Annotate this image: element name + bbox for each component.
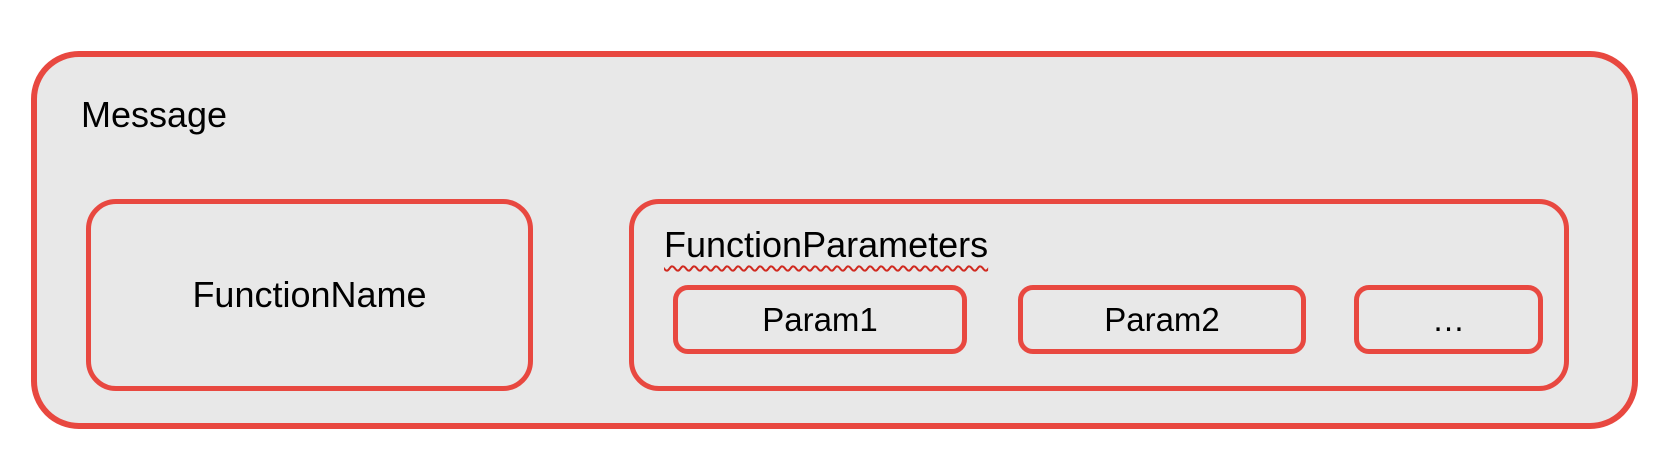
message-container: Message FunctionName FunctionParameters … (31, 51, 1638, 429)
param1-box: Param1 (673, 285, 967, 354)
param2-label: Param2 (1104, 300, 1220, 338)
function-name-box: FunctionName (86, 199, 533, 391)
function-name-label: FunctionName (192, 274, 427, 315)
function-parameters-box: FunctionParameters Param1 Param2 … (629, 199, 1569, 391)
param1-label: Param1 (762, 300, 878, 338)
param2-box: Param2 (1018, 285, 1306, 354)
param-ellipsis-label: … (1432, 300, 1465, 338)
param-ellipsis-box: … (1354, 285, 1543, 354)
function-parameters-label: FunctionParameters (664, 224, 989, 265)
message-label: Message (81, 94, 228, 135)
